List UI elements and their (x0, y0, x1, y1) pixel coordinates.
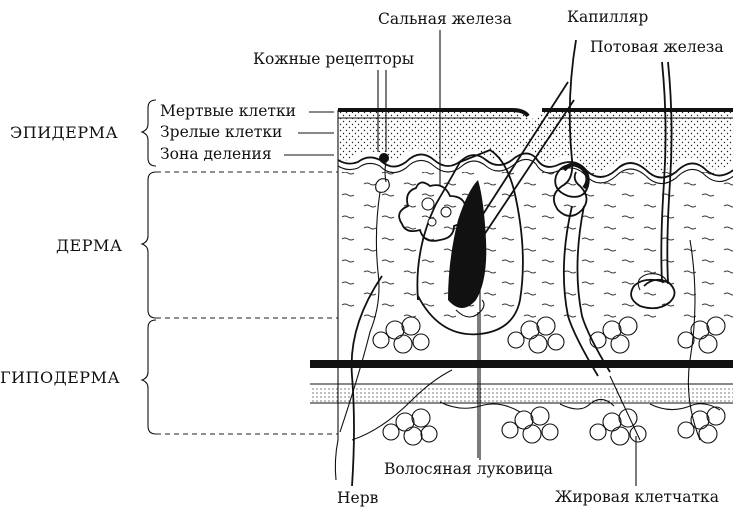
fat-clusters (372, 316, 726, 446)
skin-receptors (339, 153, 390, 433)
fat-cluster (589, 316, 638, 354)
fat-cluster (677, 406, 726, 444)
fat-cluster (507, 316, 565, 354)
hair-follicle (416, 81, 575, 336)
label-hair-bulb: Волосяная луковица (384, 460, 553, 478)
layer-label-epidermis: ЭПИДЕРМА (10, 123, 118, 142)
fat-cluster (382, 408, 438, 446)
label-sebaceous-gland: Сальная железа (378, 10, 512, 28)
label-capillary: Капилляр (567, 8, 648, 26)
layer-brackets (140, 99, 157, 435)
label-sweat-gland: Потовая железа (590, 38, 724, 56)
label-skin-receptors: Кожные рецепторы (253, 50, 414, 68)
sweat-gland (630, 61, 676, 310)
label-nerve: Нерв (337, 489, 379, 507)
hypodermis-fibres (439, 239, 721, 460)
label-fat-tissue: Жировая клетчатка (555, 488, 719, 506)
sublayer-label-division-zone: Зона деления (160, 145, 272, 163)
fat-cluster (501, 406, 559, 444)
layer-label-hypodermis: ГИПОДЕРМА (0, 368, 120, 387)
layer-boundaries (156, 171, 338, 435)
nerve (334, 275, 453, 487)
layer-label-dermis: ДЕРМА (56, 236, 122, 255)
capillary (552, 39, 611, 377)
sublayer-label-dead-cells: Мертвые клетки (160, 102, 296, 120)
fat-cluster (677, 316, 726, 354)
sublayer-label-mature-cells: Зрелые клетки (160, 123, 282, 141)
fat-cluster (372, 316, 430, 354)
sebaceous-gland (398, 181, 468, 242)
skin-block (310, 108, 733, 440)
fat-cluster (589, 408, 647, 446)
